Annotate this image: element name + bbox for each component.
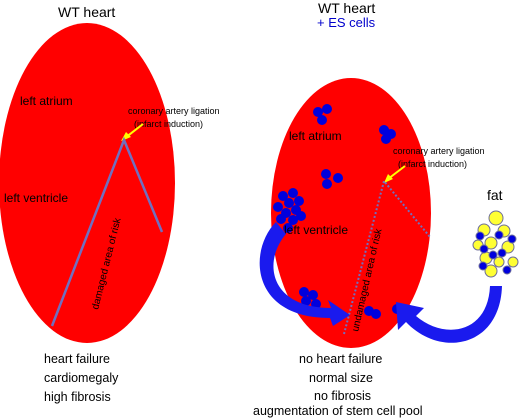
es-cell [333,173,343,183]
es-cell [299,287,309,297]
left-outcome-1: heart failure [44,352,110,366]
es-cell [371,309,381,319]
es-cell [308,290,318,300]
left-title: WT heart [58,4,115,20]
es-in-fat [507,234,517,244]
right-outcome-4: augmentation of stem cell pool [253,404,423,418]
right-ligation-arrowhead [384,174,393,183]
fat-cell [493,256,505,268]
es-cell [301,296,311,306]
es-cell [288,188,298,198]
es-cell [322,104,332,114]
es-in-fat [488,250,498,260]
es-cell [317,115,327,125]
fat-cell [484,264,498,278]
es-cell [294,196,304,206]
es-in-fat [479,244,489,254]
left-outcome-3: high fibrosis [44,390,111,404]
right-ligation-sublabel: (infarct induction) [398,159,467,169]
right-ventricle-label: left ventricle [284,223,348,237]
es-cell [276,214,286,224]
right-subtitle: + ES cells [317,15,376,30]
left-atrium-label: left atrium [20,94,73,108]
left-outcome-2: cardiomegaly [44,371,119,385]
fat-transfer-arrow [396,286,502,343]
es-in-fat [494,230,504,240]
left-ligation-label: coronary artery ligation [128,106,220,116]
right-panel: WT heart + ES cells [253,0,519,418]
es-cell [311,299,321,309]
es-cell [278,191,288,201]
es-cell [381,134,391,144]
es-cell [288,215,298,225]
left-panel: WT heart left atrium left ventricle coro… [0,4,220,404]
right-heart [271,78,431,348]
es-cell [283,223,293,233]
fat-cell [507,256,519,268]
fat-cell [488,210,504,226]
es-cell [284,198,294,208]
right-infarct-line [343,178,431,335]
es-cell [273,202,283,212]
es-in-fat [475,231,485,241]
es-in-fat [497,248,507,258]
es-cell [322,179,332,189]
left-heart [0,23,175,343]
es-cell [296,211,306,221]
left-infarct-line [50,136,164,327]
right-outcome-3: no fibrosis [314,389,371,403]
left-ligation-sublabel: (infarct induction) [134,119,203,129]
es-cells [273,104,408,319]
fat-cell [484,236,498,250]
right-outcome-2: normal size [309,371,373,385]
right-atrium-label: left atrium [289,129,342,143]
right-outcome-1: no heart failure [299,352,382,366]
right-ligation-label: coronary artery ligation [393,146,485,156]
es-in-fat [502,265,512,275]
right-title: WT heart [318,0,375,16]
es-injection-arrow [259,222,350,326]
right-ligation-arrow [387,165,406,180]
es-in-fat [478,261,488,271]
fat-cluster [472,210,519,278]
left-ventricle-label: left ventricle [4,191,68,205]
es-cell [321,169,331,179]
es-cell [313,107,323,117]
fat-label: fat [487,187,503,203]
